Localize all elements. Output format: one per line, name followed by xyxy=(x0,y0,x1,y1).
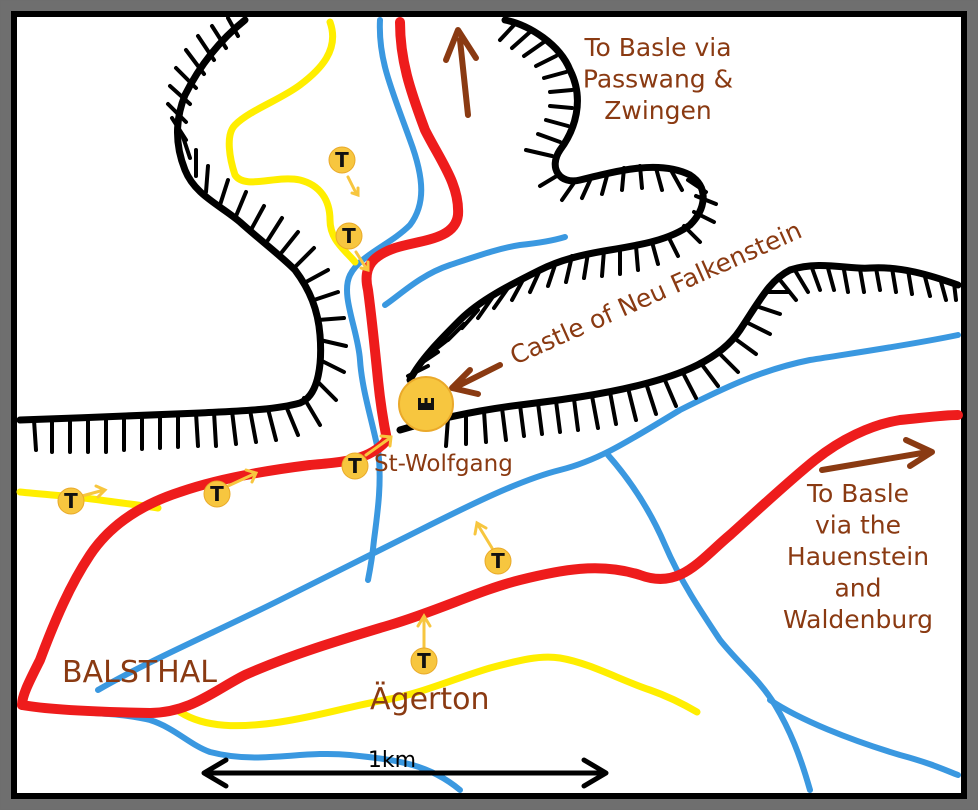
track-north xyxy=(225,18,359,266)
tower-markers: T T T T T T T xyxy=(57,146,512,675)
rivers xyxy=(19,17,961,793)
tower-marker-icon: T xyxy=(57,484,108,515)
river-fork-southeast xyxy=(767,697,961,778)
map-area xyxy=(17,17,961,793)
label-line: and xyxy=(834,574,881,603)
scale-label: 1km xyxy=(368,748,416,773)
track-south xyxy=(176,653,701,730)
label-line: To Basle xyxy=(806,479,909,508)
svg-text:T: T xyxy=(342,224,356,248)
label-st-wolfgang: St-Wolfgang xyxy=(374,451,513,477)
label-line: Zwingen xyxy=(604,96,711,125)
road-main xyxy=(17,410,963,718)
svg-text:T: T xyxy=(417,649,431,673)
tower-marker-icon: T xyxy=(473,520,512,575)
river-fork-east xyxy=(605,452,813,793)
label-balsthal: BALSTHAL xyxy=(62,655,217,690)
escarpment-north-east-hatching xyxy=(406,22,718,378)
roads xyxy=(17,17,963,718)
svg-text:T: T xyxy=(64,489,78,513)
tower-marker-icon: T xyxy=(328,146,360,198)
river-north-main xyxy=(344,17,425,583)
river-main xyxy=(95,332,961,693)
escarpment-east xyxy=(396,262,962,434)
svg-text:T: T xyxy=(491,549,505,573)
escarpment-west xyxy=(16,16,325,424)
escarpment-west-hatching xyxy=(32,16,348,454)
river-north-branch xyxy=(382,234,568,308)
road-west-loop xyxy=(17,435,392,710)
road-north xyxy=(361,17,464,445)
tower-marker-icon: T xyxy=(341,434,393,480)
arrow-castle-icon xyxy=(449,362,503,397)
direction-arrows xyxy=(443,27,935,473)
arrow-east-icon xyxy=(819,437,935,473)
label-line: To Basle via xyxy=(583,33,731,62)
label-line: Waldenburg xyxy=(783,605,933,634)
label-line: Hauenstein xyxy=(787,542,929,571)
label-line: Passwang & xyxy=(583,65,733,94)
scale-bar xyxy=(201,757,609,789)
castle-icon xyxy=(398,376,454,432)
tower-marker-icon: T xyxy=(410,613,438,675)
arrow-north-icon xyxy=(443,27,479,118)
label-line: via the xyxy=(815,511,901,540)
svg-text:T: T xyxy=(335,148,349,172)
svg-text:T: T xyxy=(348,454,362,478)
label-agerton: Ägerton xyxy=(370,681,490,717)
tower-marker-icon: T xyxy=(203,468,259,508)
tower-marker-icon: T xyxy=(335,222,370,272)
escarpment-north-east xyxy=(406,16,707,384)
svg-text:T: T xyxy=(210,482,224,506)
